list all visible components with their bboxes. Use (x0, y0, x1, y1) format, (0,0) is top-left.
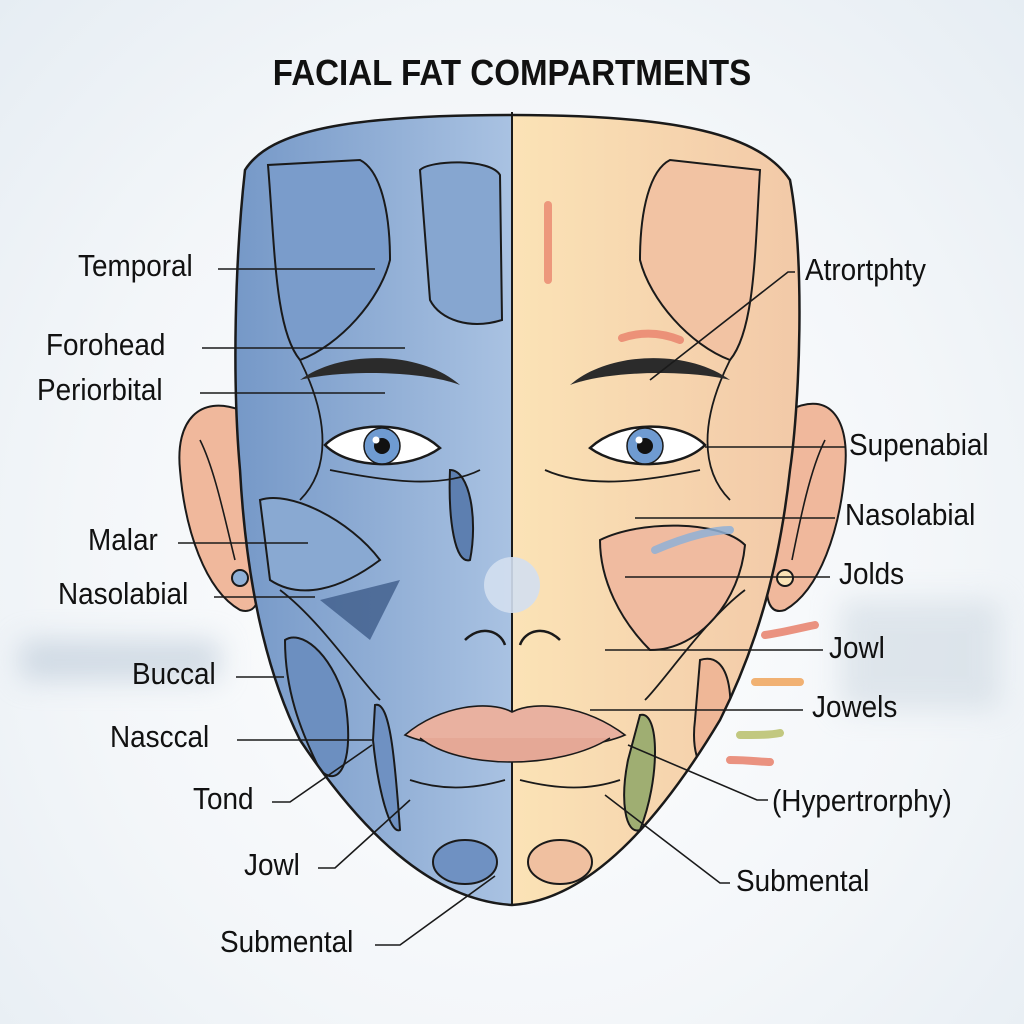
label-nasccal: Nasccal (110, 719, 210, 754)
label-supenabial: Supenabial (849, 427, 989, 462)
left-eyebrow (300, 358, 460, 385)
label-temporal: Temporal (78, 248, 193, 283)
nose (464, 557, 561, 646)
right-eye (588, 425, 707, 466)
lips (403, 705, 627, 763)
label-jowl-right: Jowl (829, 630, 885, 665)
label-nasolabial-right: Nasolabial (845, 497, 976, 532)
label-nasolabial-left: Nasolabial (58, 576, 189, 611)
label-jolds: Jolds (839, 556, 905, 591)
background-blur-right (840, 600, 1000, 710)
label-hypertrophy: (Hypertrorphy) (772, 783, 952, 818)
face-outline (234, 113, 801, 907)
change-arrows (544, 201, 819, 766)
label-jowels: Jowels (812, 689, 898, 724)
label-periorbital: Periorbital (37, 372, 163, 407)
left-eye (323, 425, 442, 466)
leader-lines-left (178, 268, 496, 946)
label-forehead: Forohead (46, 327, 166, 362)
label-malar: Malar (88, 522, 158, 557)
background-blur-left (20, 640, 220, 680)
label-jowl-left: Jowl (244, 847, 300, 882)
diagram-title: FACIAL FAT COMPARTMENTS (272, 52, 752, 93)
label-atrophy: Atrortphty (805, 252, 926, 287)
label-submental-left: Submental (220, 924, 354, 959)
label-buccal: Buccal (132, 656, 216, 691)
label-tond: Tond (193, 781, 254, 816)
right-eyebrow (570, 358, 730, 385)
leader-lines-right (590, 271, 845, 884)
label-submental-right: Submental (736, 863, 870, 898)
